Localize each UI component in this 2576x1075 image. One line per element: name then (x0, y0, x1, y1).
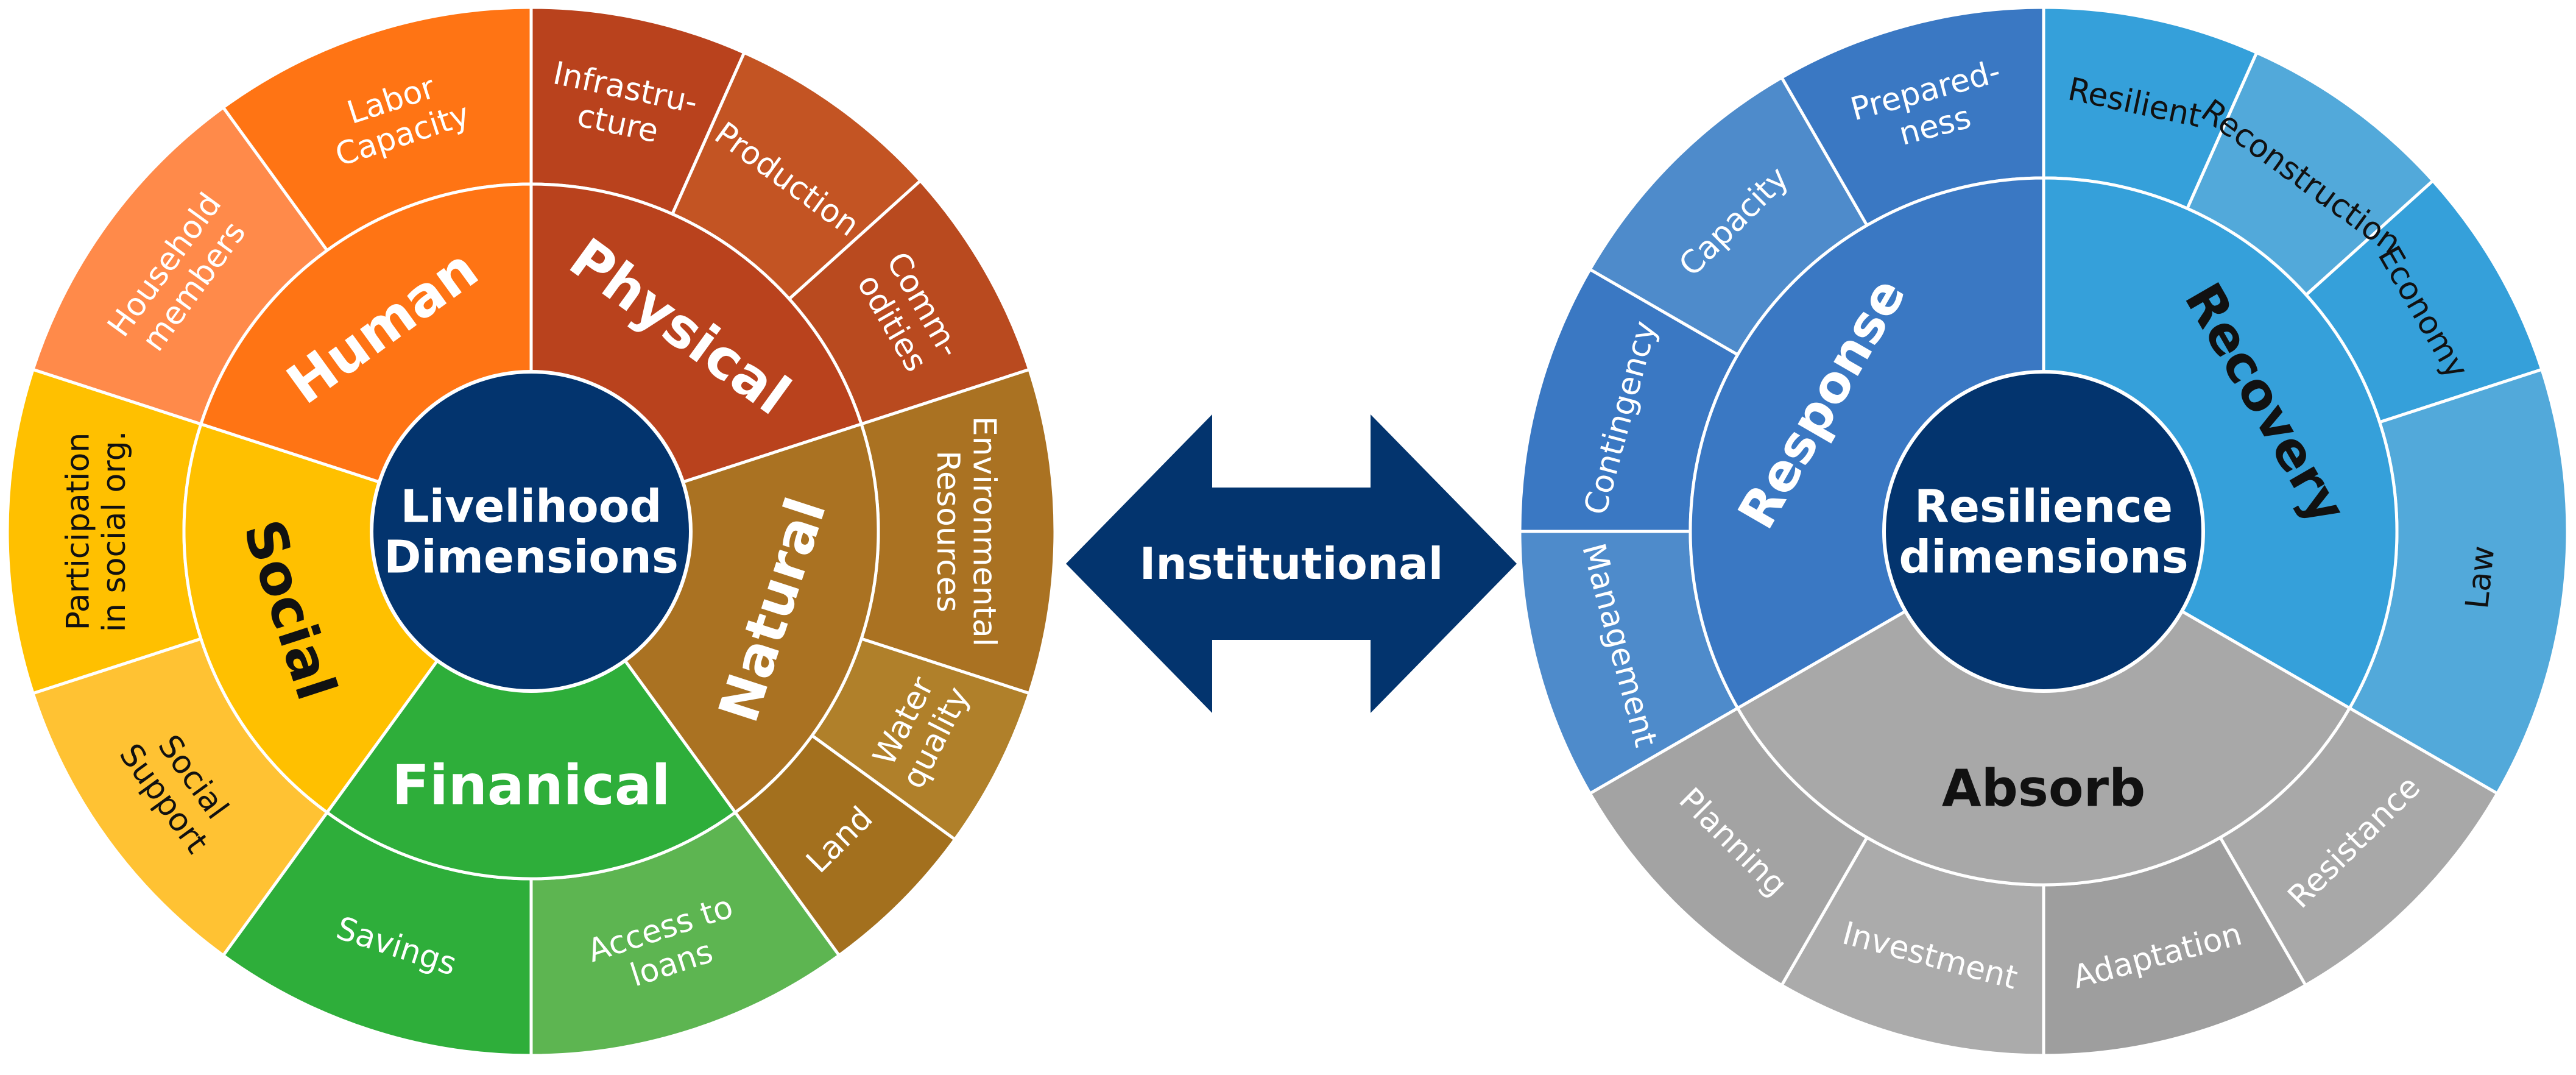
center-circle (1882, 370, 2205, 693)
double-arrow-shape (1066, 414, 1517, 713)
sector-natural (623, 367, 1057, 958)
ring-label-finanical: Finanical (392, 754, 671, 818)
sector-social (5, 367, 440, 958)
center-circle (370, 370, 693, 693)
arrow-label: Institutional (1140, 538, 1444, 589)
segment-label-participation-in-social-org: Participationin social org. (60, 431, 133, 633)
segment-label-law: Law (2459, 544, 2502, 611)
resilience-wheel: ResilientReconstructionEconomyLawRecover… (1518, 5, 2569, 1057)
sector-human (30, 5, 533, 484)
double-arrow: Institutional (1066, 414, 1517, 713)
ring-label-absorb: Absorb (1942, 758, 2145, 818)
sector-absorb (1587, 609, 2500, 1057)
sector-physical (529, 5, 1032, 484)
segment-label-environmental-resources: EnvironmentalResources (930, 416, 1003, 647)
